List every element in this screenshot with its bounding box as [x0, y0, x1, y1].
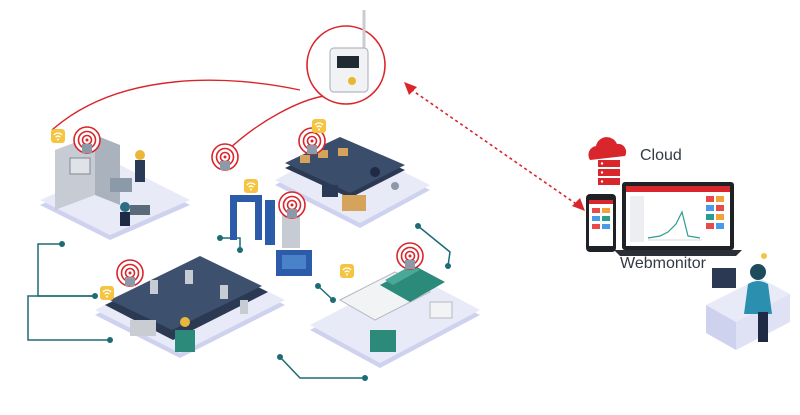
laptop-dashboard	[614, 182, 742, 256]
webmonitor-label: Webmonitor	[620, 255, 706, 272]
connector-dots	[59, 223, 451, 381]
wireless-link-arcs	[51, 79, 325, 151]
gateway-device	[306, 10, 386, 105]
phone-dashboard	[586, 194, 616, 252]
robot-arm-cluster	[230, 195, 312, 276]
cloud-label: Cloud	[640, 147, 682, 164]
operator-workstation	[706, 253, 790, 350]
network-connector-lines	[27, 225, 451, 379]
gateway-cloud-link	[404, 82, 585, 211]
platform-paper-machine	[310, 265, 480, 368]
platform-machining	[40, 135, 190, 240]
platform-assembly	[95, 256, 285, 358]
cloud-server-icon	[588, 137, 627, 185]
